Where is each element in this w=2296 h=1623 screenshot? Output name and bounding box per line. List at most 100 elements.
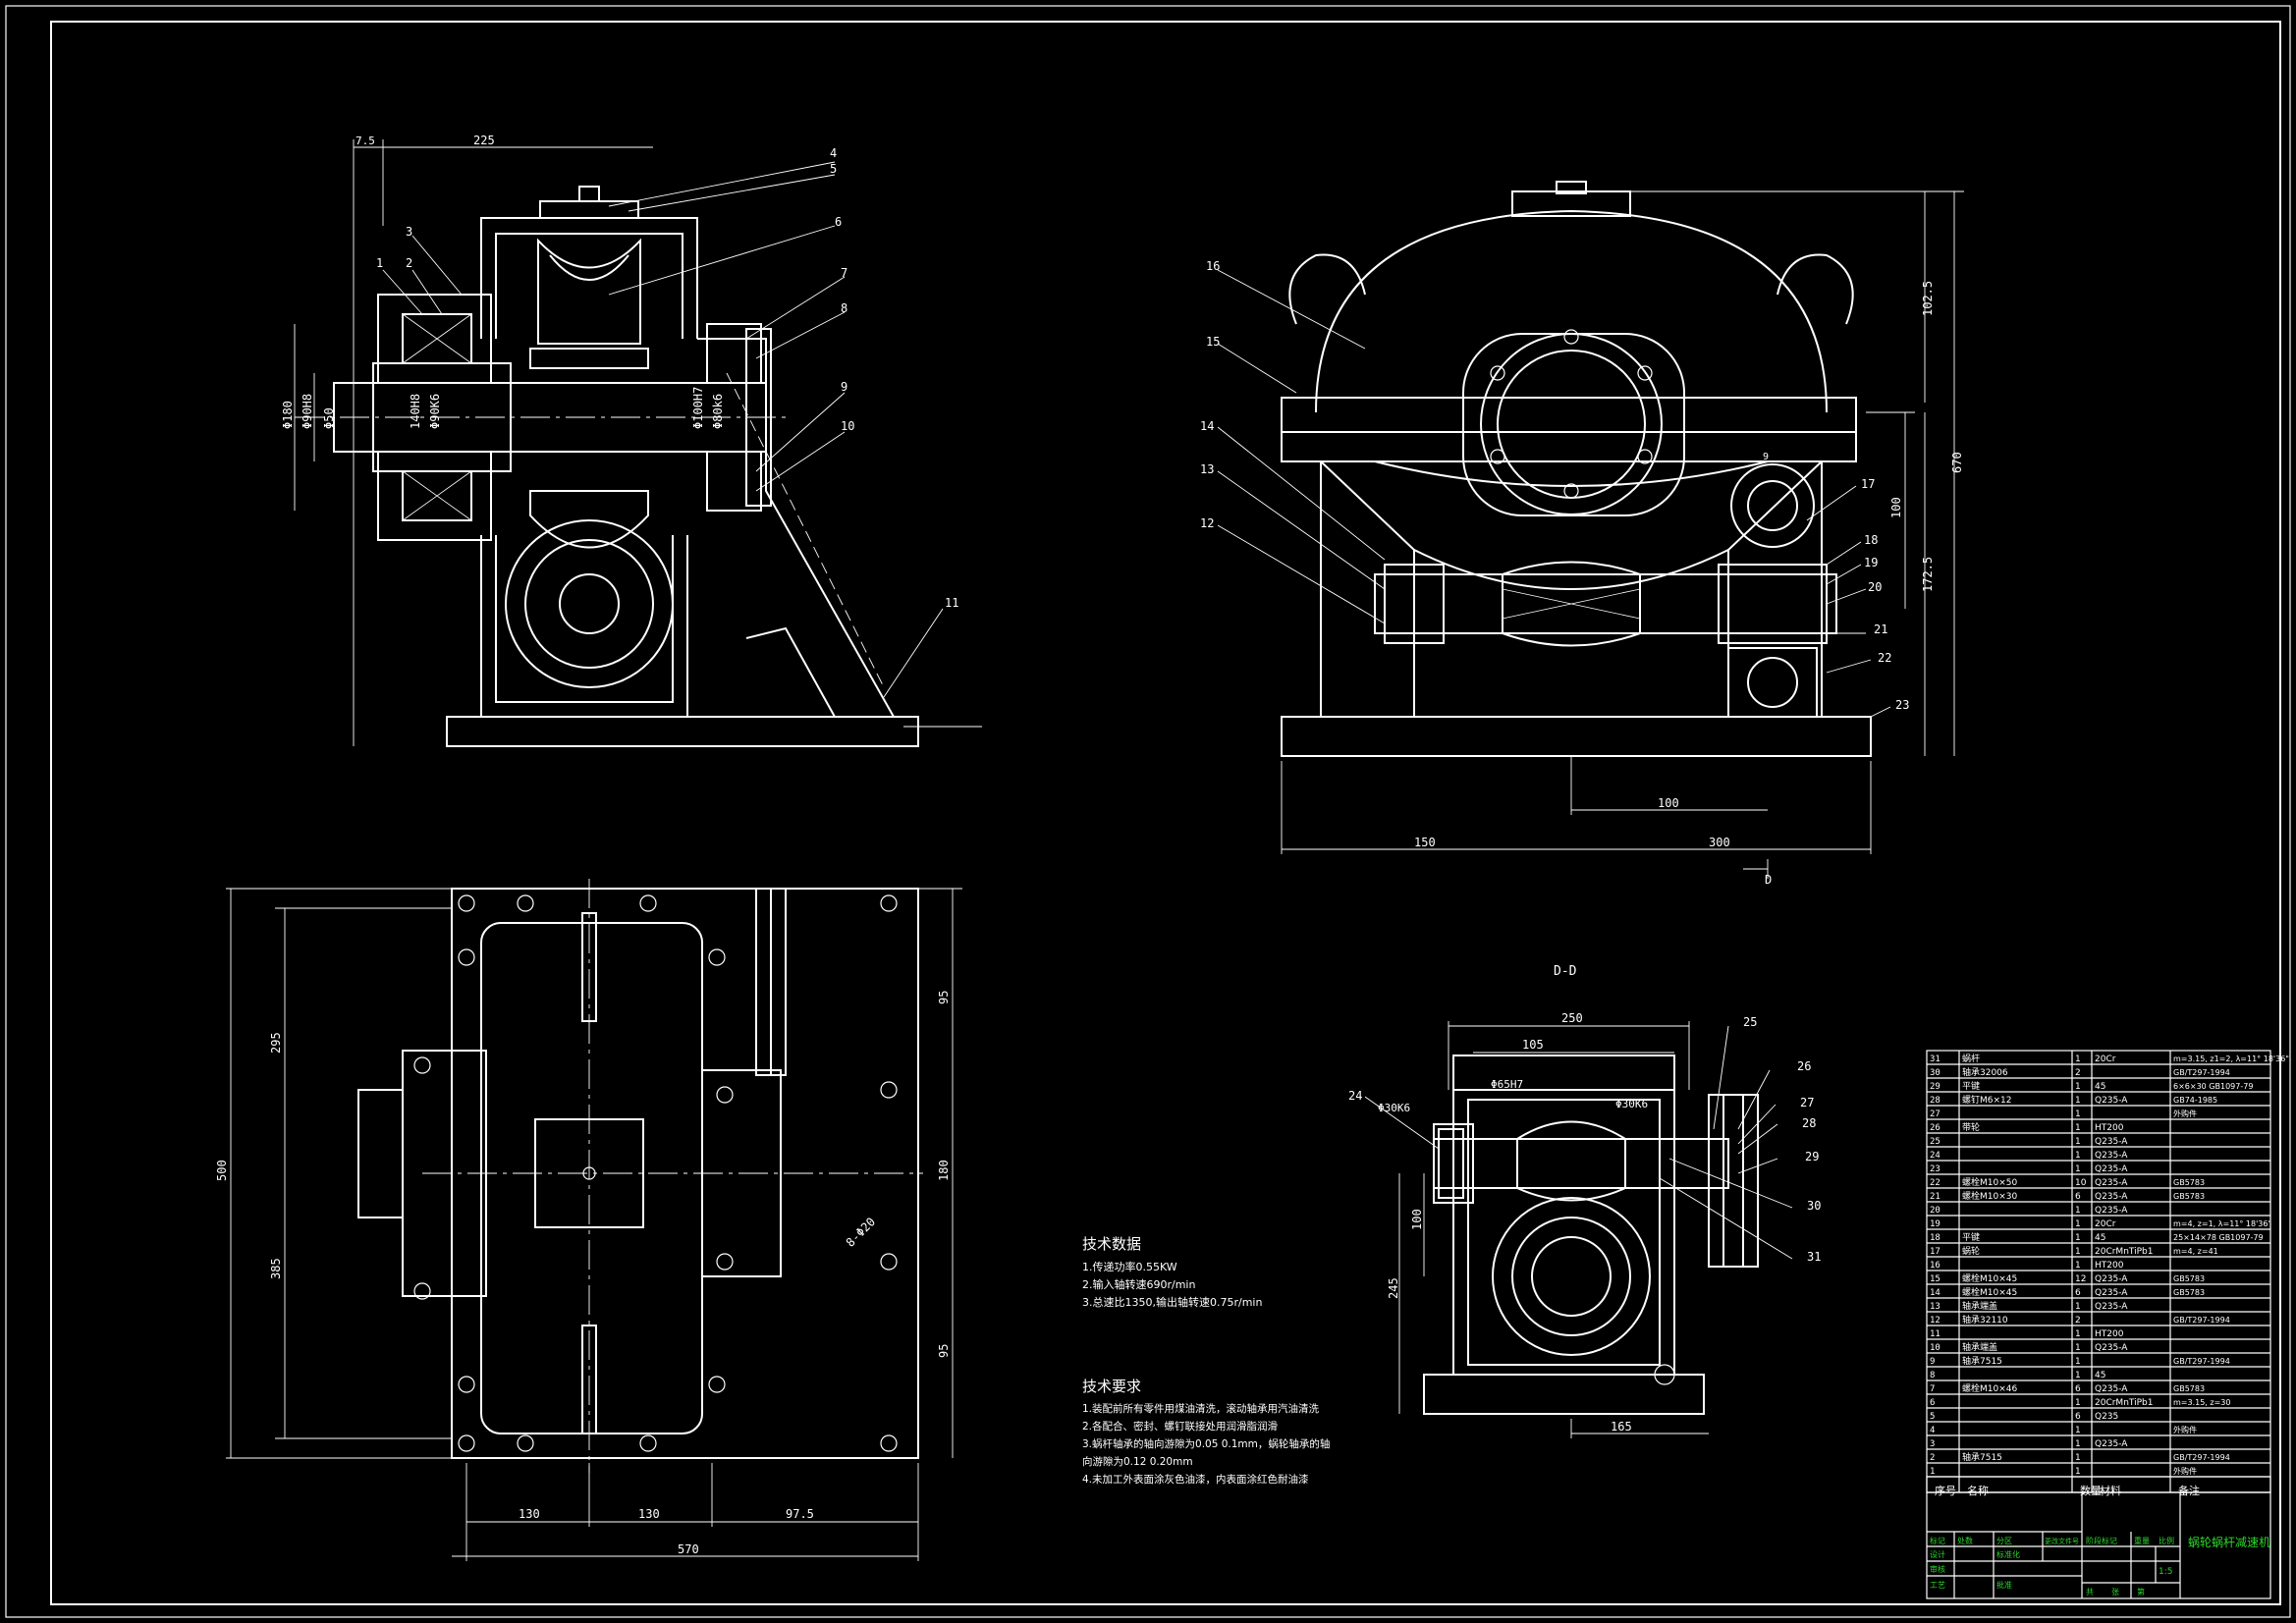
plan-dim-500: 500 bbox=[215, 1160, 229, 1181]
bom-header-cell: 备注 bbox=[2178, 1484, 2200, 1497]
bom-cell: 带轮 bbox=[1962, 1121, 1980, 1133]
balloon-28: 28 bbox=[1802, 1116, 1816, 1130]
balloon-18: 18 bbox=[1864, 533, 1878, 547]
bom-cell: 轴承端盖 bbox=[1962, 1341, 1997, 1353]
balloon-24: 24 bbox=[1348, 1089, 1362, 1103]
plan-dim-97-5: 97.5 bbox=[786, 1507, 814, 1521]
tb-craft: 工艺 bbox=[1930, 1581, 1945, 1590]
balloon-27: 27 bbox=[1800, 1096, 1814, 1109]
tb-zone: 分区 bbox=[1996, 1537, 2012, 1545]
bom-cell: 17 bbox=[1930, 1247, 1941, 1257]
side-dim-300: 300 bbox=[1709, 836, 1730, 849]
bom-cell: 螺栓M10×45 bbox=[1962, 1272, 2017, 1284]
balloon-22: 22 bbox=[1878, 651, 1891, 665]
bom-cell: 19 bbox=[1930, 1219, 1941, 1229]
side-dim-172-5: 172.5 bbox=[1921, 557, 1935, 592]
inner-border bbox=[50, 21, 2281, 1605]
plan-view: 295 500 385 95 180 95 8-Φ20 130 130 97.5… bbox=[215, 879, 962, 1561]
bom-cell: Q235-A bbox=[2095, 1343, 2128, 1353]
balloon-30: 30 bbox=[1807, 1199, 1821, 1213]
bom-cell: Q235-A bbox=[2095, 1206, 2128, 1216]
tb-scale: 1:5 bbox=[2159, 1567, 2172, 1577]
bom-cell: 外购件 bbox=[2173, 1109, 2197, 1118]
balloon-5: 5 bbox=[830, 162, 837, 176]
bom-cell: 16 bbox=[1930, 1261, 1941, 1271]
side-view: 102.5 670 100 172.5 100 150 300 D 9 16 1… bbox=[1200, 181, 1964, 887]
balloon-7: 7 bbox=[841, 266, 847, 280]
bom-cell: 5 bbox=[1930, 1412, 1935, 1422]
bom-cell: 轴承端盖 bbox=[1962, 1300, 1997, 1312]
bom-cell: 外购件 bbox=[2173, 1466, 2197, 1476]
balloon-19: 19 bbox=[1864, 556, 1878, 569]
bom-cell: 螺钉M6×12 bbox=[1962, 1095, 2012, 1106]
bom-cell: 30 bbox=[1930, 1068, 1941, 1078]
bom-cell: 26 bbox=[1930, 1123, 1941, 1133]
section-fit-mid: Φ65H7 bbox=[1491, 1078, 1523, 1091]
front-dia-90h8: Φ90H8 bbox=[301, 394, 314, 429]
bom-cell: GB74-1985 bbox=[2173, 1096, 2217, 1105]
bom-cell: 平键 bbox=[1962, 1231, 1980, 1243]
bom-cell: 1 bbox=[2075, 1137, 2081, 1147]
bom-cell: 轴承32110 bbox=[1962, 1314, 2008, 1325]
tech-req-line-1: 1.装配前所有零件用煤油清洗，滚动轴承用汽油清洗 bbox=[1082, 1402, 1320, 1415]
bom-header-cell: 数量 bbox=[2080, 1485, 2102, 1497]
front-dia-140h8: 140H8 bbox=[409, 394, 422, 429]
section-fit-left: Φ30K6 bbox=[1378, 1102, 1410, 1114]
bom-cell: GB5783 bbox=[2173, 1274, 2205, 1283]
bom-cell: 1 bbox=[2075, 1439, 2081, 1449]
bom-cell: 12 bbox=[2075, 1274, 2086, 1284]
bom-cell: GB5783 bbox=[2173, 1178, 2205, 1187]
tech-data-line-2: 2.输入轴转速690r/min bbox=[1082, 1277, 1195, 1291]
bom-cell: GB/T297-1994 bbox=[2173, 1316, 2230, 1325]
bom-cell: m=3.15, z=30 bbox=[2173, 1398, 2230, 1407]
balloon-11: 11 bbox=[945, 596, 958, 610]
bom-cell: GB5783 bbox=[2173, 1288, 2205, 1297]
bom-cell: GB/T297-1994 bbox=[2173, 1357, 2230, 1366]
bom-cell: 6 bbox=[2075, 1412, 2081, 1422]
plan-dim-180: 180 bbox=[937, 1160, 951, 1181]
balloon-29: 29 bbox=[1805, 1150, 1819, 1163]
bom-cell: 45 bbox=[2095, 1233, 2105, 1243]
bom-cell: 4 bbox=[1930, 1426, 1935, 1435]
tb-no: 第 bbox=[2137, 1587, 2145, 1596]
side-dim-150: 150 bbox=[1414, 836, 1436, 849]
balloon-23: 23 bbox=[1895, 698, 1909, 712]
bom-cell: Q235-A bbox=[2095, 1164, 2128, 1174]
bom-cell: 3 bbox=[1930, 1439, 1935, 1449]
bom-cell: 1 bbox=[2075, 1453, 2081, 1463]
tb-weight: 重量 bbox=[2134, 1536, 2150, 1545]
bom-cell: 23 bbox=[1930, 1164, 1941, 1174]
bom-cell: Q235-A bbox=[2095, 1384, 2128, 1394]
bom-cell: 20CrMnTiPb1 bbox=[2095, 1247, 2154, 1257]
balloon-4: 4 bbox=[830, 146, 837, 160]
bom-cell: 螺栓M10×45 bbox=[1962, 1286, 2017, 1298]
bom-cell: 1 bbox=[2075, 1371, 2081, 1380]
bom-cell: 螺栓M10×50 bbox=[1962, 1176, 2017, 1188]
side-dim-102-5: 102.5 bbox=[1921, 281, 1935, 316]
bom-cell: 45 bbox=[2095, 1082, 2105, 1092]
bom-cell: Q235-A bbox=[2095, 1302, 2128, 1312]
bom-cell: 20Cr bbox=[2095, 1055, 2116, 1064]
balloon-25: 25 bbox=[1743, 1015, 1757, 1029]
bom-cell: Q235 bbox=[2095, 1412, 2118, 1422]
bom-cell: Q235-A bbox=[2095, 1137, 2128, 1147]
bom-cell: 1 bbox=[2075, 1261, 2081, 1271]
bom-cell: 1 bbox=[2075, 1219, 2081, 1229]
bom-cell: 1 bbox=[2075, 1302, 2081, 1312]
section-fit-right: Φ30K6 bbox=[1615, 1098, 1648, 1110]
tech-data-line-1: 1.传递功率0.55KW bbox=[1082, 1260, 1177, 1273]
tb-design: 设计 bbox=[1930, 1549, 1945, 1559]
balloon-2: 2 bbox=[406, 256, 412, 270]
bom-cell: 1 bbox=[2075, 1357, 2081, 1367]
bom-cell: m=3.15, z1=2, λ=11° 18'36" bbox=[2173, 1055, 2289, 1063]
plan-hole-note: 8-Φ20 bbox=[844, 1215, 878, 1249]
bom-cell: 7 bbox=[1930, 1384, 1935, 1394]
section-dim-250: 250 bbox=[1561, 1011, 1583, 1025]
bom-cell: HT200 bbox=[2095, 1261, 2124, 1271]
tb-total: 共 bbox=[2086, 1588, 2094, 1596]
bom-cell: Q235-A bbox=[2095, 1439, 2128, 1449]
front-view: 7.5 225 bbox=[281, 134, 982, 747]
tech-req-line-5: 4.未加工外表面涂灰色油漆，内表面涂红色耐油漆 bbox=[1082, 1473, 1309, 1486]
bom-cell: 2 bbox=[2075, 1068, 2081, 1078]
bom-cell: 31 bbox=[1930, 1055, 1941, 1064]
